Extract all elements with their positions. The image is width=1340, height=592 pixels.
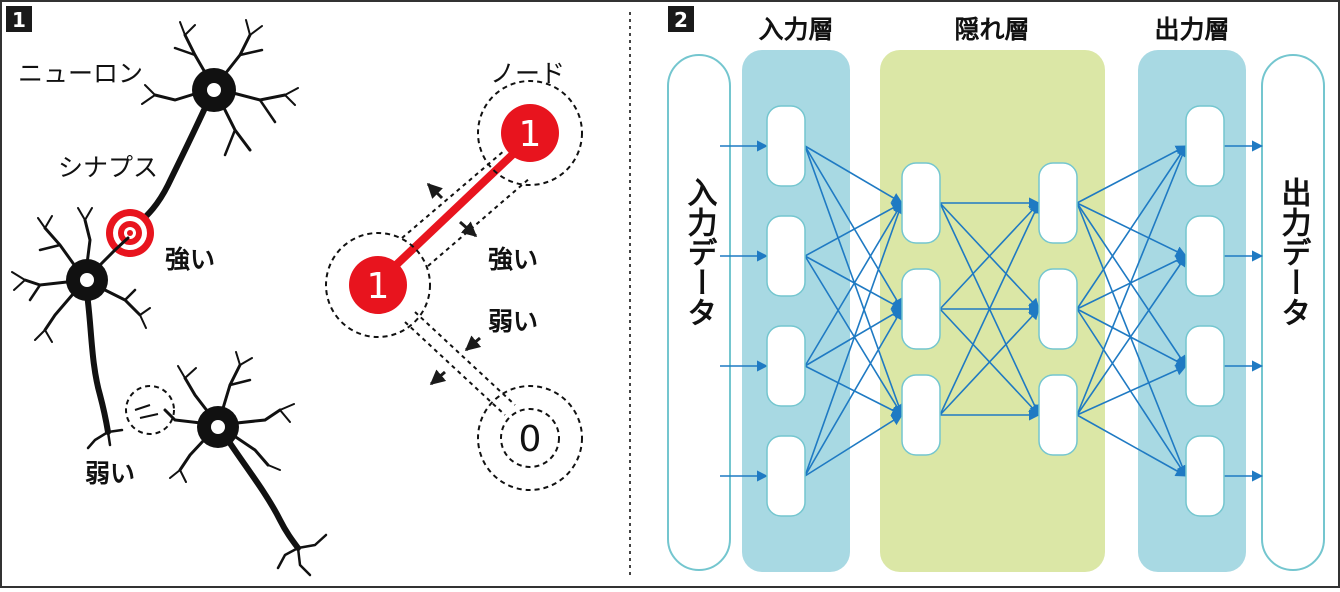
panel-2-number: 2	[674, 8, 688, 32]
hidden1-node	[901, 374, 941, 456]
neuron-label: ニューロン	[18, 59, 143, 88]
input-data-label: 入力データ	[682, 177, 718, 327]
synapse-strong-label: 強い	[165, 245, 215, 274]
hidden2-node	[1038, 162, 1078, 244]
neuron-bottom-nucleus	[211, 420, 225, 434]
connection-arrow	[804, 201, 904, 477]
connection-arrow	[804, 255, 903, 310]
synapse-label: シナプス	[58, 153, 158, 182]
connection-arrow	[1076, 414, 1187, 477]
input-layer-label: 入力層	[758, 15, 833, 44]
connection-arrow	[1076, 202, 1188, 478]
hidden1-node	[901, 162, 941, 244]
input-node	[766, 105, 806, 187]
node-bottom-value: 0	[519, 419, 542, 460]
synapse-weak-label: 弱い	[85, 459, 135, 488]
node-top	[501, 104, 559, 162]
hidden1-node	[901, 268, 941, 350]
panel-2: 2 入力層 隠れ層 出力層 入力データ 出力データ	[667, 6, 1325, 572]
connection-arrow	[1076, 365, 1188, 416]
input-node	[766, 325, 806, 407]
network-edges	[720, 140, 1264, 482]
neuron-top	[126, 19, 299, 240]
strong-link-outline-a	[401, 149, 506, 239]
input-node	[766, 435, 806, 517]
neuron-bottom	[163, 351, 328, 577]
connection-arrow	[1076, 202, 1188, 257]
node-left	[349, 256, 407, 314]
node-bottom	[500, 408, 560, 468]
neuron-top-nucleus	[207, 83, 221, 97]
neuron-middle-nucleus	[80, 273, 94, 287]
weak-link-line-a	[404, 321, 506, 416]
panel-2-number-badge	[668, 6, 694, 32]
connection-arrow	[804, 202, 903, 257]
hidden2-node	[1038, 374, 1078, 456]
node-top-halo	[477, 80, 583, 186]
weak-arrow-out	[429, 369, 447, 386]
connection-arrow	[1076, 145, 1187, 310]
connection-arrow	[1076, 255, 1187, 416]
synapse-strong-marker	[106, 209, 154, 257]
connection-arrow	[939, 201, 1040, 416]
output-node	[1185, 435, 1225, 517]
connection-arrow	[1076, 145, 1187, 204]
connection-arrow	[804, 365, 903, 416]
hidden-layer-label: 隠れ層	[954, 15, 1029, 44]
connection-arrow	[804, 145, 903, 310]
connection-arrow	[1076, 202, 1187, 367]
node-bottom-halo	[477, 385, 583, 491]
node-left-halo	[325, 232, 431, 338]
output-node	[1185, 325, 1225, 407]
connection-arrow	[939, 308, 1040, 416]
connection-arrow	[1076, 144, 1188, 416]
output-node	[1185, 215, 1225, 297]
node-strong-label: 強い	[488, 245, 538, 274]
connection-arrow	[939, 202, 1040, 310]
strong-arrow-out	[426, 182, 444, 200]
input-node	[766, 215, 806, 297]
connection-arrow	[1076, 308, 1187, 367]
output-layer-label: 出力層	[1154, 15, 1229, 44]
weak-arrow-in	[464, 335, 482, 352]
hidden2-node	[1038, 268, 1078, 350]
input-data-capsule	[667, 54, 731, 571]
strong-arrow-in	[459, 220, 478, 238]
panel-1-number: 1	[12, 8, 26, 32]
panel-1-number-badge	[6, 6, 32, 32]
output-data-label: 出力データ	[1276, 177, 1312, 327]
connection-arrow	[804, 308, 903, 477]
connection-arrow	[804, 145, 904, 417]
node-left-value: 1	[367, 266, 390, 307]
connection-arrow	[804, 202, 903, 367]
node-weak-label: 弱い	[488, 307, 538, 336]
panel-1: 1 ニューロン シナプス 強い 弱い	[6, 6, 583, 577]
connection-arrow	[804, 145, 903, 204]
node-label: ノード	[490, 59, 565, 88]
network-nodes	[766, 105, 1225, 517]
output-data-capsule	[1261, 54, 1325, 571]
node-top-value: 1	[519, 114, 542, 155]
output-node	[1185, 105, 1225, 187]
synapse-weak-marker	[125, 385, 175, 435]
connection-arrow	[804, 414, 903, 477]
connection-arrow	[1076, 308, 1187, 477]
weak-link-line-b	[414, 311, 516, 406]
strong-link	[372, 135, 533, 288]
strong-link-outline-b	[427, 177, 531, 267]
connection-arrow	[804, 255, 903, 416]
